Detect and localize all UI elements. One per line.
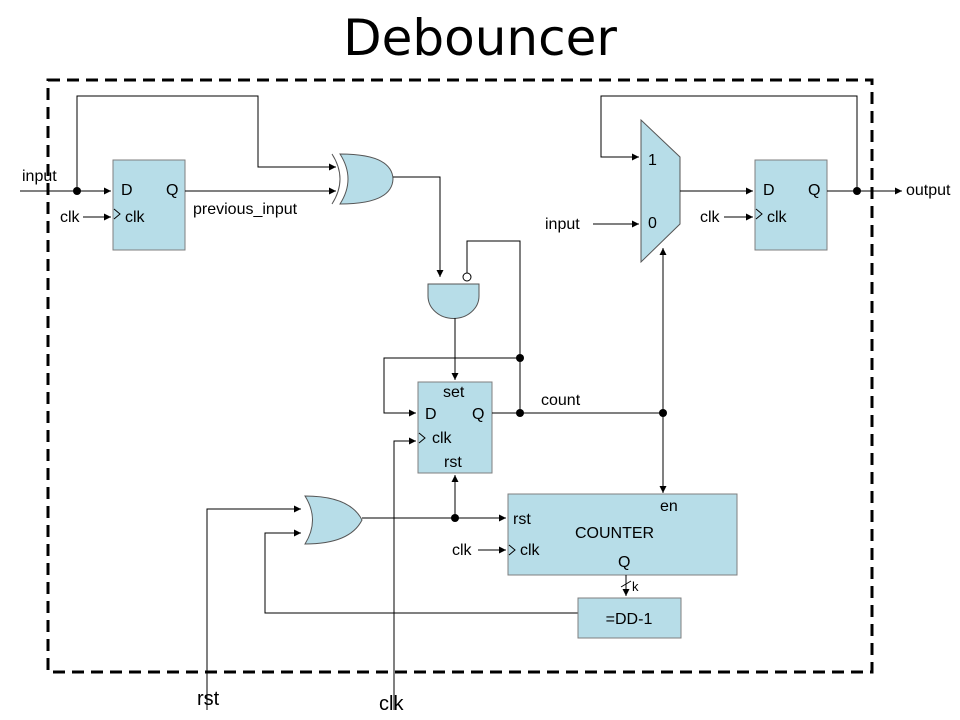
ff3-q-label: Q bbox=[808, 182, 820, 199]
ff2-q-label: Q bbox=[472, 406, 484, 423]
output-junction bbox=[853, 187, 861, 195]
counter-en-label: en bbox=[660, 498, 678, 515]
count-feedback-wire bbox=[466, 240, 521, 413]
xor-to-and-wire bbox=[393, 176, 444, 277]
ff1-clock-triangle bbox=[113, 208, 121, 220]
ff3-clock-triangle bbox=[755, 208, 763, 220]
rst-input-wire bbox=[206, 505, 301, 710]
xor-gate bbox=[331, 153, 394, 205]
output-feedback-wire bbox=[600, 95, 858, 191]
ff3-d-label: D bbox=[763, 182, 775, 199]
counter-rst-label: rst bbox=[513, 511, 531, 528]
input-to-xor-wire bbox=[76, 95, 336, 191]
comparator-label: =DD-1 bbox=[606, 611, 653, 628]
ff2-set-label: set bbox=[443, 384, 465, 401]
counter-name-label: COUNTER bbox=[575, 525, 654, 542]
previous-input-label: previous_input bbox=[193, 201, 298, 218]
count-flipflop: set D Q clk rst bbox=[417, 381, 493, 474]
mux-input-0-label: 0 bbox=[648, 215, 657, 232]
counter-clock-triangle bbox=[508, 544, 516, 556]
or-gate bbox=[304, 495, 363, 545]
output-label: output bbox=[906, 182, 951, 199]
ff1-d-label: D bbox=[121, 182, 133, 199]
and-gate bbox=[427, 283, 480, 319]
counter-q-label: Q bbox=[618, 554, 630, 571]
main-clk-wire bbox=[393, 437, 416, 710]
counter-clk-input-label: clk bbox=[452, 542, 473, 559]
count-label: count bbox=[541, 392, 581, 409]
ff2-clk-label: clk bbox=[432, 430, 453, 447]
and-invert-bubble bbox=[462, 272, 472, 282]
mux-input-1-label: 1 bbox=[648, 152, 657, 169]
ff3-clk-label: clk bbox=[767, 209, 788, 226]
comparator-block: =DD-1 bbox=[577, 597, 682, 639]
ff1-q-label: Q bbox=[166, 182, 178, 199]
input-label: input bbox=[22, 168, 57, 185]
ff1-clk-input-label: clk bbox=[60, 209, 81, 226]
comparator-to-or-wire bbox=[264, 529, 578, 614]
bus-width-slash bbox=[620, 580, 632, 588]
multiplexer: 1 0 bbox=[640, 118, 681, 264]
output-flipflop: D Q clk bbox=[754, 159, 828, 251]
clk-pin-label: clk bbox=[379, 693, 404, 715]
ff2-clock-triangle bbox=[418, 432, 426, 444]
counter-clk-label: clk bbox=[520, 542, 541, 559]
input-flipflop: D Q clk bbox=[112, 159, 186, 251]
ff1-clk-label: clk bbox=[125, 209, 146, 226]
rst-pin-label: rst bbox=[197, 688, 220, 710]
module-boundary bbox=[46, 78, 874, 674]
ff3-clk-input-label: clk bbox=[700, 209, 721, 226]
page-title: Debouncer bbox=[343, 9, 617, 67]
ff2-rst-label: rst bbox=[444, 454, 462, 471]
ff2-d-feedback-wire bbox=[383, 357, 520, 417]
counter-block: en rst COUNTER clk Q bbox=[507, 493, 738, 576]
mux-input-label: input bbox=[545, 216, 580, 233]
ff2-d-label: D bbox=[425, 406, 437, 423]
bus-width-label: k bbox=[632, 579, 639, 594]
